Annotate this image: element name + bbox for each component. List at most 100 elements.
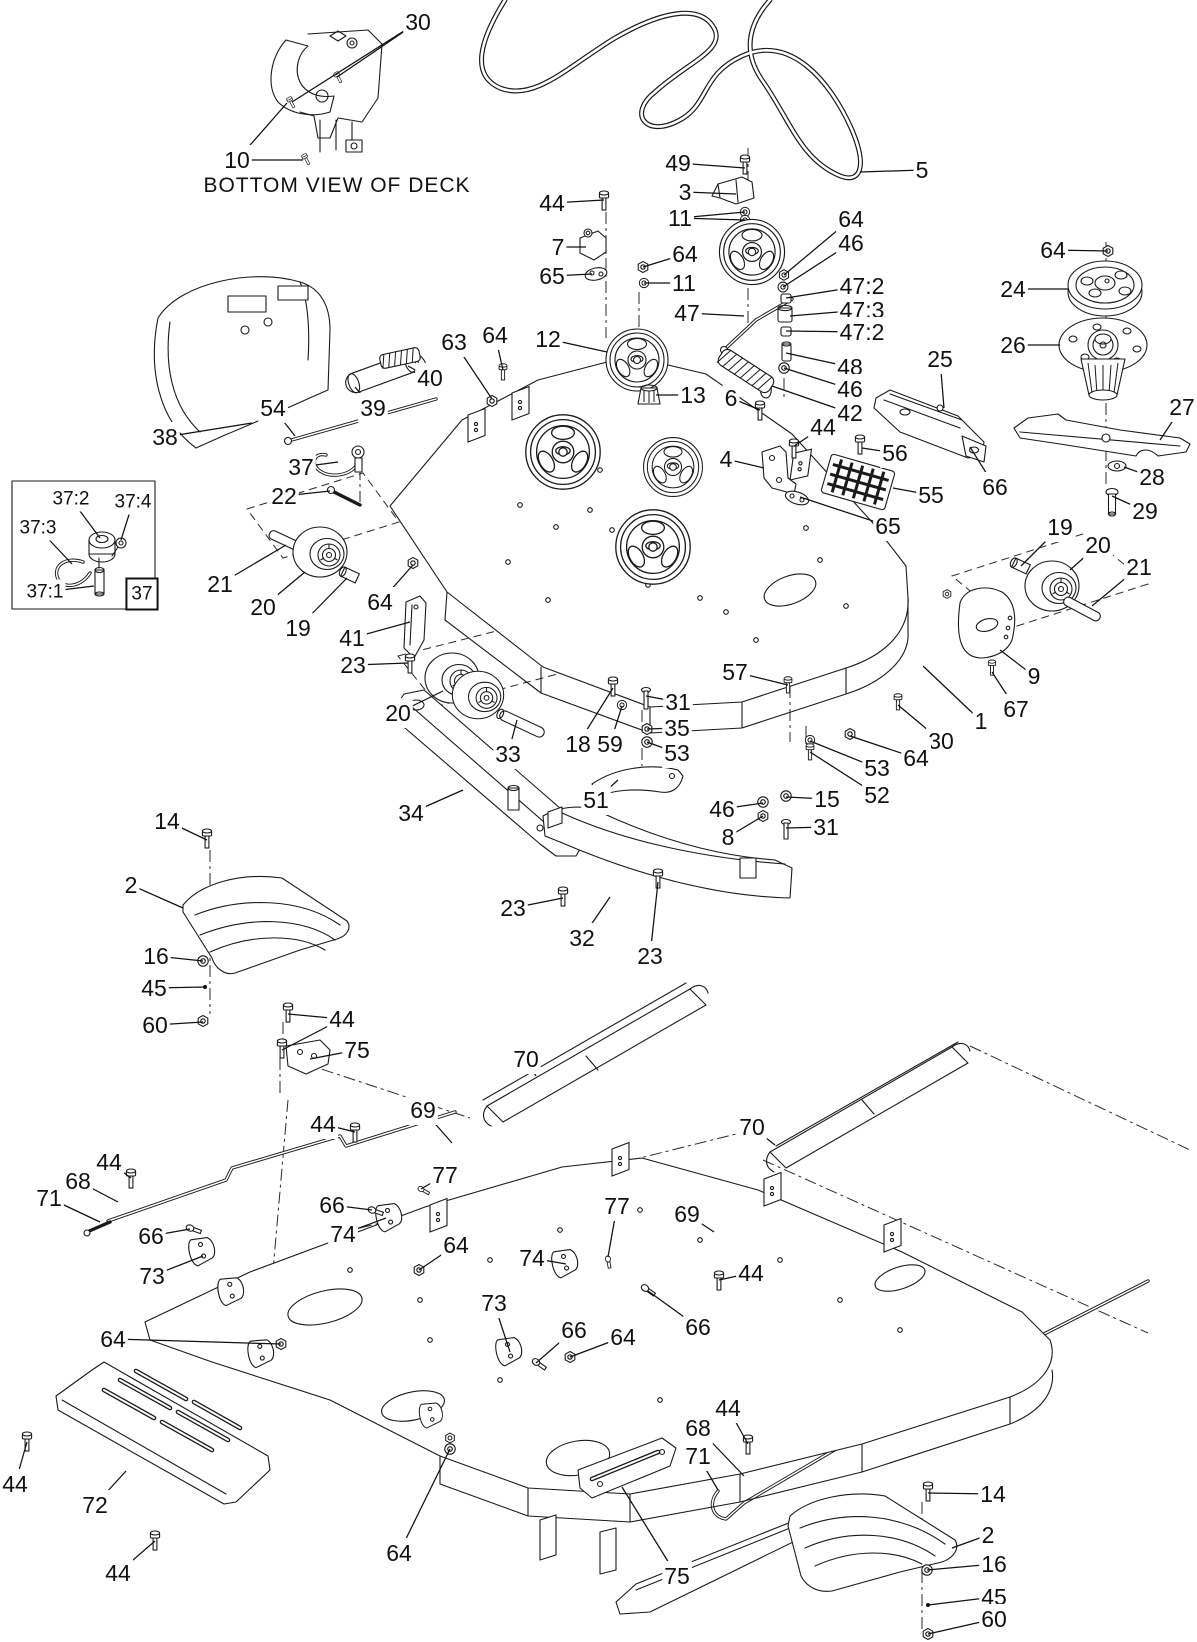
label-backing — [663, 148, 693, 178]
label-backing — [737, 1112, 767, 1142]
bracket-41 — [403, 363, 508, 674]
label-backing — [403, 7, 433, 37]
callout-22: 22 — [271, 483, 297, 509]
label-backing — [835, 398, 865, 428]
label-backing — [998, 274, 1028, 304]
callout-66: 66 — [319, 1192, 345, 1218]
diagram-title: BOTTOM VIEW OF DECK — [203, 174, 470, 197]
callout-41: 41 — [339, 625, 365, 651]
callout-11: 11 — [672, 270, 696, 296]
label-backing — [439, 327, 469, 357]
callout-23: 23 — [637, 943, 663, 969]
label-backing — [317, 1190, 347, 1220]
label-backing — [1038, 235, 1068, 265]
label-backing — [549, 232, 567, 262]
callout-64: 64 — [443, 1232, 469, 1258]
leader-line — [112, 1338, 282, 1345]
callout-21: 21 — [1126, 554, 1152, 580]
callout-60: 60 — [981, 1606, 1007, 1632]
label-backing — [384, 1538, 414, 1568]
callout-64: 64 — [386, 1540, 412, 1566]
callout-16: 16 — [981, 1551, 1007, 1577]
callout-37:2: 37:2 — [53, 489, 90, 510]
callout-65: 65 — [539, 263, 565, 289]
callout-37:4: 37:4 — [115, 492, 152, 513]
leader-line — [859, 169, 923, 173]
callout-24: 24 — [1000, 276, 1026, 302]
label-backing — [337, 623, 367, 653]
label-backing — [122, 870, 140, 900]
callout-64: 64 — [838, 206, 864, 232]
label-backing — [678, 380, 708, 410]
callout-44: 44 — [96, 1149, 122, 1175]
callout-18: 18 — [565, 731, 591, 757]
label-backing — [998, 330, 1028, 360]
label-backing — [719, 822, 737, 852]
deck-pulley-center — [643, 437, 703, 497]
label-backing — [666, 203, 694, 233]
bracket-75-upper — [276, 1002, 331, 1075]
label-backing — [50, 486, 92, 512]
label-backing — [567, 923, 597, 953]
label-backing — [269, 481, 299, 511]
blade-27 — [1013, 413, 1191, 457]
callout-59: 59 — [597, 731, 623, 757]
callout-47:2: 47:2 — [840, 319, 885, 345]
callout-44: 44 — [738, 1260, 764, 1286]
callout-2: 2 — [982, 1522, 995, 1548]
label-backing — [94, 1147, 124, 1177]
label-backing — [808, 412, 838, 442]
callout-19: 19 — [285, 615, 311, 641]
label-backing — [511, 1044, 541, 1074]
label-backing — [63, 1166, 93, 1196]
callout-20: 20 — [250, 594, 276, 620]
callout-34: 34 — [398, 800, 424, 826]
callout-70: 70 — [739, 1114, 765, 1140]
callout-74: 74 — [330, 1221, 356, 1247]
label-backing — [537, 188, 567, 218]
callout-56: 56 — [882, 440, 908, 466]
callout-12: 12 — [535, 326, 561, 352]
callout-66: 66 — [561, 1317, 587, 1343]
label-backing — [880, 438, 910, 468]
callout-44: 44 — [539, 190, 565, 216]
callout-53: 53 — [664, 740, 690, 766]
label-backing — [672, 298, 702, 328]
callout-1: 1 — [975, 708, 988, 734]
callout-37:3: 37:3 — [20, 518, 57, 539]
callout-20: 20 — [385, 700, 411, 726]
callout-28: 28 — [1139, 464, 1165, 490]
callout-26: 26 — [1000, 332, 1026, 358]
callout-44: 44 — [715, 1395, 741, 1421]
callout-44: 44 — [105, 1560, 131, 1586]
callout-37:1: 37:1 — [27, 582, 64, 603]
deck-skirt-hardware — [607, 676, 903, 840]
spring-42 — [716, 348, 775, 399]
callout-70: 70 — [513, 1046, 539, 1072]
callout-66: 66 — [685, 1314, 711, 1340]
callout-35: 35 — [664, 715, 690, 741]
label-backing — [608, 1322, 638, 1352]
callout-11: 11 — [668, 205, 692, 231]
label-backing — [862, 780, 892, 810]
callout-54: 54 — [260, 395, 286, 421]
label-backing — [358, 393, 388, 423]
label-backing — [328, 1219, 358, 1249]
callout-15: 15 — [814, 786, 840, 812]
callout-66: 66 — [982, 474, 1008, 500]
callout-74: 74 — [519, 1245, 545, 1271]
label-backing — [663, 687, 693, 717]
label-backing — [150, 422, 180, 452]
label-backing — [537, 261, 567, 291]
label-backing — [812, 784, 842, 814]
rod-69-left — [83, 1110, 457, 1237]
callout-27: 27 — [1169, 394, 1195, 420]
label-backing — [152, 806, 182, 836]
label-backing — [205, 569, 235, 599]
callout-71: 71 — [685, 1443, 711, 1469]
callout-63: 63 — [441, 329, 467, 355]
callout-42: 42 — [837, 400, 863, 426]
